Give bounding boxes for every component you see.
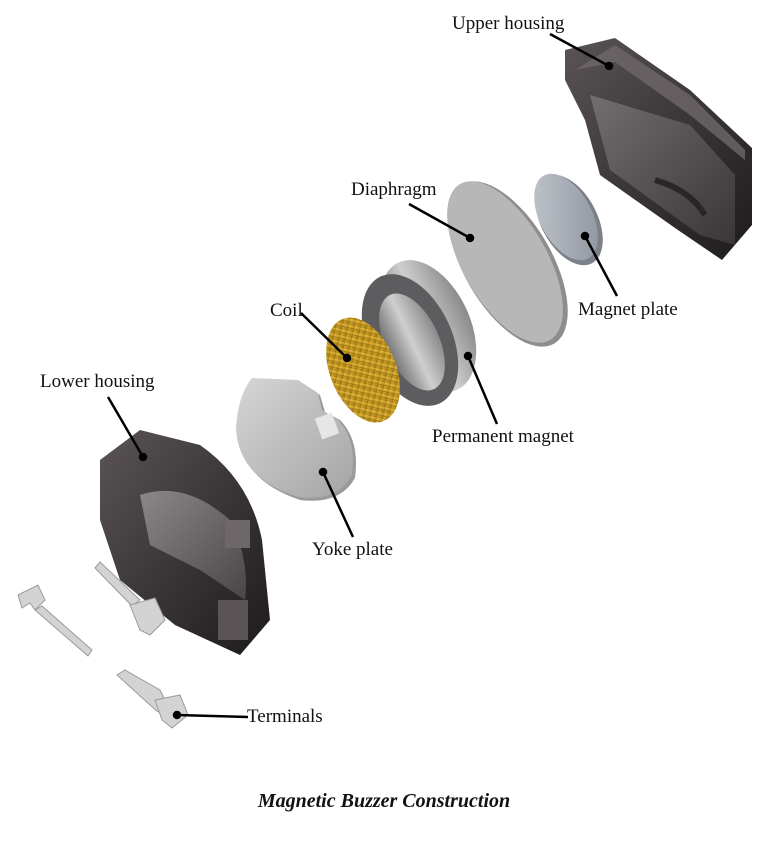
terminals-part — [17, 561, 189, 729]
label-diaphragm: Diaphragm — [351, 179, 437, 200]
lower-housing-part — [100, 430, 270, 655]
label-coil: Coil — [270, 300, 303, 321]
label-lower-housing: Lower housing — [40, 371, 155, 392]
label-magnet-plate: Magnet plate — [578, 299, 678, 320]
leader-lines — [106, 32, 619, 720]
label-upper-housing: Upper housing — [452, 13, 565, 34]
label-yoke-plate: Yoke plate — [312, 539, 393, 560]
label-terminals: Terminals — [247, 706, 323, 727]
figure-caption: Magnetic Buzzer Construction — [257, 790, 511, 812]
diaphragm-part — [447, 181, 568, 347]
coil-part — [326, 317, 400, 423]
label-permanent-magnet: Permanent magnet — [432, 426, 574, 447]
upper-housing-part — [565, 38, 752, 260]
yoke-plate-part — [236, 378, 356, 501]
